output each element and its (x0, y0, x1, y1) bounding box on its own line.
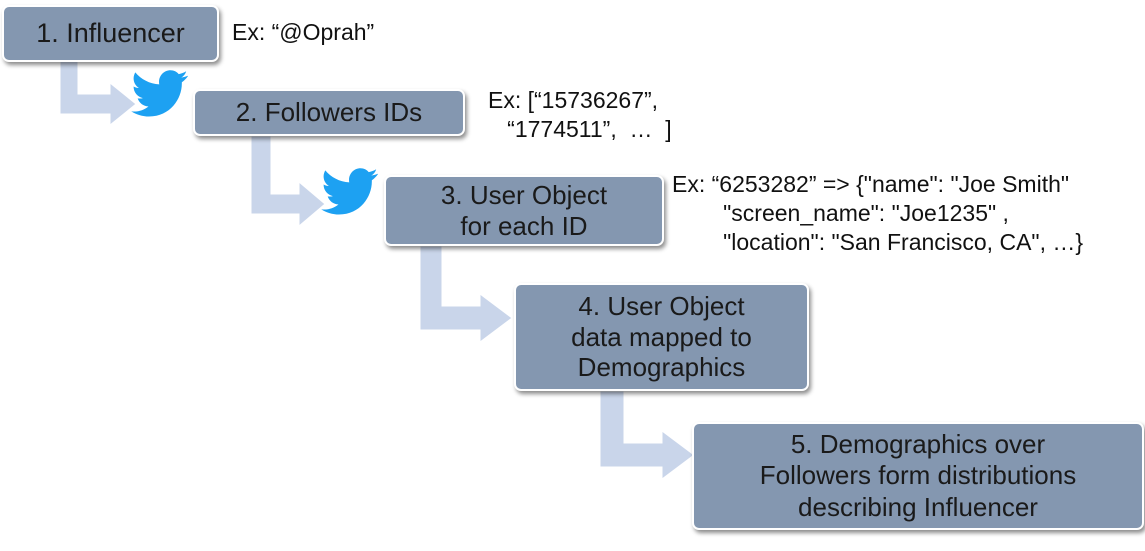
step-3-user-object-box: 3. User Object for each ID (384, 175, 664, 246)
step-1-influencer-box: 1. Influencer (2, 5, 219, 62)
connector-arrow-1-2 (59, 55, 137, 127)
twitter-bird-icon (321, 168, 378, 215)
example-follower-ids: Ex: [“15736267”, “1774511”, … ] (488, 87, 672, 143)
step-2-follower-ids-box: 2. Followers IDs (193, 89, 465, 136)
example-influencer-handle: Ex: “@Oprah” (232, 19, 375, 45)
twitter-bird-icon (131, 70, 188, 117)
connector-arrow-2-3 (250, 135, 326, 228)
step-4-demographics-mapping-box: 4. User Object data mapped to Demographi… (514, 283, 809, 391)
example-user-object: Ex: “6253282” => {"name": "Joe Smith" "s… (672, 171, 1084, 256)
step-5-distributions-box: 5. Demographics over Followers form dist… (692, 422, 1144, 530)
connector-arrow-4-5 (599, 390, 695, 480)
connector-arrow-3-4 (419, 245, 513, 343)
